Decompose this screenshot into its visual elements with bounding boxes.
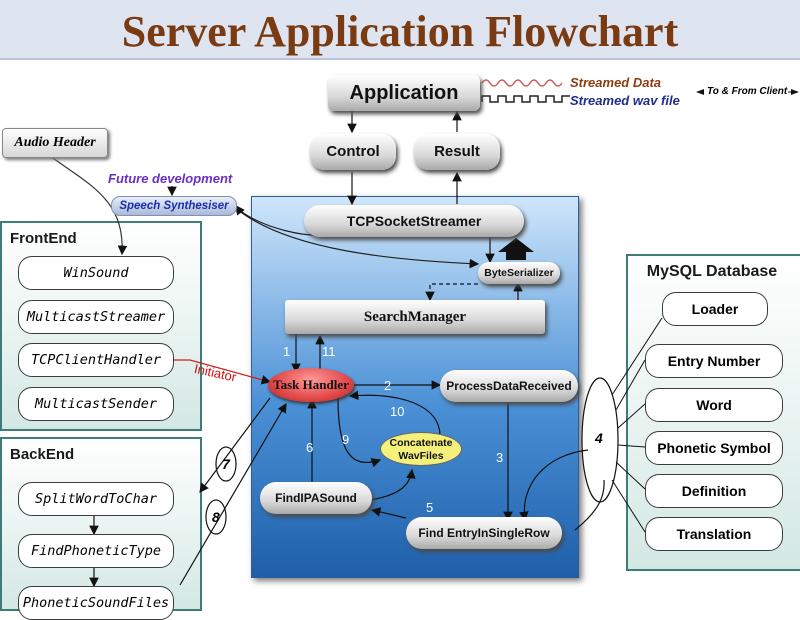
frontend-winsound: WinSound [18, 256, 174, 290]
backend-phoneticsoundfiles: PhoneticSoundFiles [18, 586, 174, 620]
audio-header-box: Audio Header [2, 128, 108, 158]
future-development-label: Future development [108, 171, 233, 186]
mysql-loader: Loader [662, 292, 768, 326]
backend-title: BackEnd [10, 446, 75, 463]
process-data-received: ProcessDataReceived [440, 370, 578, 402]
mysql-phonetic-symbol: Phonetic Symbol [645, 431, 783, 465]
frontend-multicastsender: MulticastSender [18, 387, 174, 421]
step-3: 3 [496, 450, 504, 465]
frontend-multicaststreamer: MulticastStreamer [18, 300, 174, 334]
step-8: 8 [212, 509, 220, 525]
step-5: 5 [426, 500, 434, 515]
mysql-translation: Translation [645, 517, 783, 551]
speech-synthesiser-box: Speech Synthesiser [111, 196, 237, 216]
frontend-tcpclienthandler: TCPClientHandler [18, 343, 174, 377]
step-7: 7 [222, 456, 230, 472]
frontend-title: FrontEnd [10, 230, 77, 247]
legend-streamed-data: Streamed Data [570, 75, 662, 90]
mysql-title: MySQL Database [646, 263, 778, 280]
number-7-ellipse [215, 446, 237, 482]
find-ipa-sound: FindIPASound [260, 482, 372, 514]
mysql-word: Word [645, 388, 783, 422]
control-box: Control [310, 134, 396, 170]
result-box: Result [414, 134, 500, 170]
task-handler: Task Handler [268, 368, 354, 402]
page-title: Server Application Flowchart [121, 7, 679, 56]
step-6: 6 [306, 440, 314, 455]
search-manager: SearchManager [285, 300, 545, 334]
legend-streamed-wav: Streamed wav file [570, 93, 680, 108]
step-4: 4 [595, 430, 603, 446]
concatenate-line-1: Concatenate [389, 437, 453, 449]
number-8-ellipse [205, 499, 227, 535]
streamed-wav-wave [481, 95, 570, 103]
backend-splitwordtochar: SplitWordToChar [18, 482, 174, 516]
step-9: 9 [342, 432, 350, 447]
backend-findphonetictype: FindPhoneticType [18, 534, 174, 568]
mysql-entry-number: Entry Number [645, 344, 783, 378]
connectors [49, 79, 799, 588]
find-entry-in-single-row: Find EntryInSingleRow [406, 517, 562, 549]
application-box: Application [328, 75, 480, 111]
backend-panel [0, 437, 202, 611]
concatenate-line-2: WavFiles [398, 450, 444, 462]
step-11: 11 [322, 344, 336, 359]
byte-serializer: ByteSerializer [478, 262, 560, 284]
mysql-definition: Definition [645, 474, 783, 508]
tcp-socket-streamer: TCPSocketStreamer [304, 205, 524, 237]
concatenate-wavfiles: Concatenate WavFiles [380, 432, 462, 466]
title-bar [0, 0, 800, 60]
step-10: 10 [390, 404, 405, 419]
step-2: 2 [384, 378, 392, 393]
step-1: 1 [283, 344, 291, 359]
streamed-data-wave [481, 79, 563, 87]
legend-to-from-client: To & From Client [706, 86, 789, 97]
